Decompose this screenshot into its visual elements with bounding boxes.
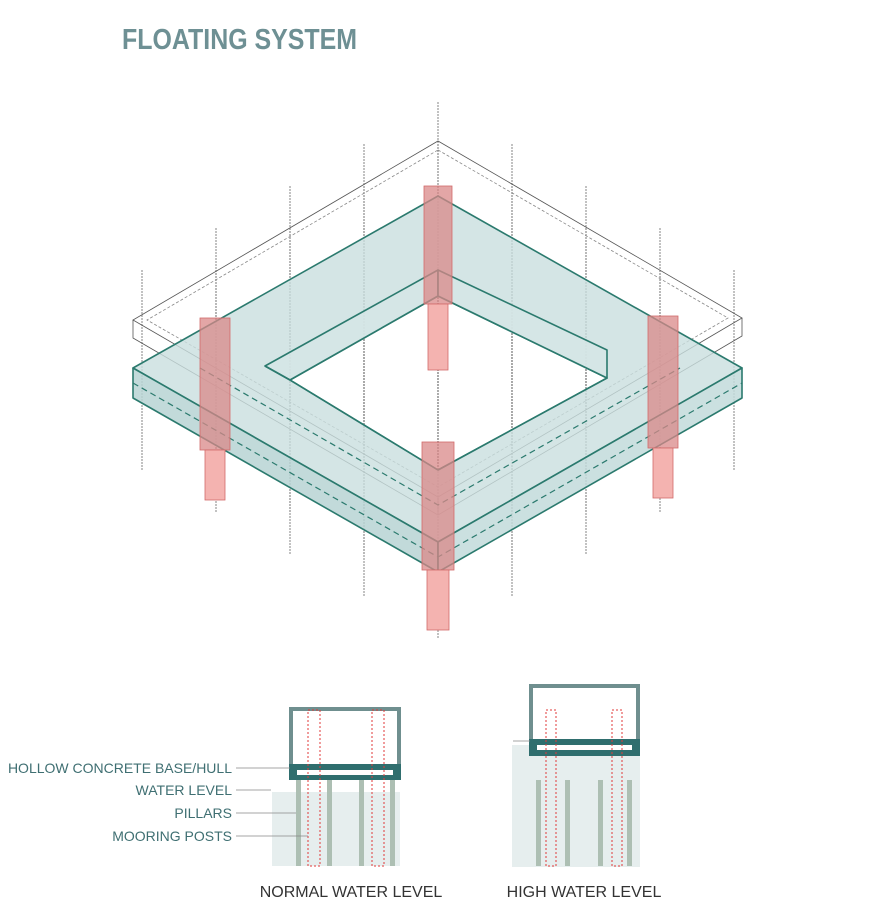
pillar-left	[199, 317, 231, 451]
label-mooring-posts: MOORING POSTS	[112, 828, 232, 844]
upper-structure	[289, 707, 401, 769]
label-hull: HOLLOW CONCRETE BASE/HULL	[8, 760, 232, 776]
caption-normal-water-level: NORMAL WATER LEVEL	[260, 884, 443, 901]
water-body	[272, 792, 400, 866]
normal-water-section: HOLLOW CONCRETE BASE/HULL WATER LEVEL PI…	[8, 707, 443, 901]
water-body	[512, 745, 640, 867]
label-pillars: PILLARS	[174, 805, 232, 821]
pillar-right	[647, 315, 679, 449]
pillar-top	[423, 185, 453, 305]
caption-high-water-level: HIGH WATER LEVEL	[507, 884, 662, 901]
pillar-front	[421, 441, 455, 571]
label-water-level: WATER LEVEL	[136, 782, 233, 798]
pillars-group	[199, 185, 679, 631]
high-water-section: HIGH WATER LEVEL	[507, 684, 662, 901]
page-title: FLOATING SYSTEM	[122, 24, 358, 56]
